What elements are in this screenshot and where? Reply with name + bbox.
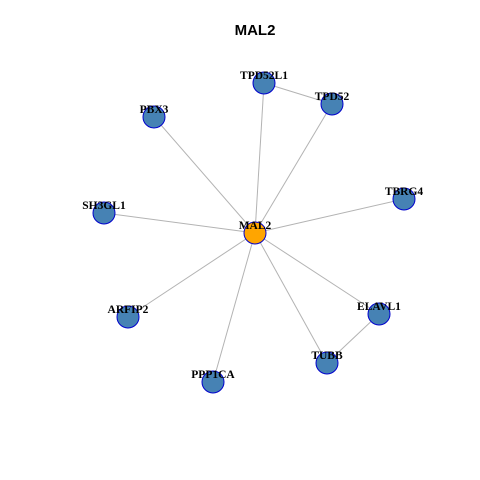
node-sh3gl1[interactable]: SH3GL1 [82, 200, 126, 225]
edge-mal2-tpd52 [254, 103, 333, 234]
node-label: PBX3 [140, 104, 169, 116]
node-label: TBRG4 [385, 186, 424, 198]
node-tpd52l1[interactable]: TPD52L1 [240, 70, 288, 95]
node-label: PPP1CA [191, 369, 235, 381]
edge-mal2-arfip2 [127, 232, 256, 318]
node-label: TPD52L1 [240, 70, 288, 82]
edge-mal2-tpd52l1 [254, 82, 265, 234]
edge-mal2-elavl1 [254, 232, 380, 315]
node-tubb[interactable]: TUBB [311, 350, 343, 375]
edge-mal2-tubb [254, 232, 328, 364]
node-label: SH3GL1 [82, 200, 126, 212]
node-ppp1ca[interactable]: PPP1CA [191, 369, 235, 394]
node-tbrg4[interactable]: TBRG4 [385, 186, 424, 211]
node-circle[interactable] [252, 71, 276, 95]
node-circle[interactable] [315, 351, 339, 375]
edge-mal2-ppp1ca [212, 232, 256, 383]
edge-mal2-tbrg4 [254, 198, 405, 234]
edge-mal2-sh3gl1 [103, 212, 256, 234]
node-pbx3[interactable]: PBX3 [140, 104, 169, 129]
node-elavl1[interactable]: ELAVL1 [357, 301, 401, 326]
graph-title: MAL2 [235, 22, 276, 39]
node-circle[interactable] [320, 92, 344, 116]
node-circle[interactable] [243, 221, 267, 245]
edge-elavl1-tubb [326, 313, 380, 364]
node-label: ELAVL1 [357, 301, 401, 313]
node-circle[interactable] [201, 370, 225, 394]
node-circle[interactable] [392, 187, 416, 211]
node-label: TUBB [311, 350, 343, 362]
node-circle[interactable] [116, 305, 140, 329]
node-circle[interactable] [92, 201, 116, 225]
node-mal2[interactable]: MAL2 [239, 220, 272, 245]
node-tpd52[interactable]: TPD52 [315, 91, 350, 116]
node-circle[interactable] [142, 105, 166, 129]
node-label: TPD52 [315, 91, 350, 103]
edge-mal2-pbx3 [153, 116, 256, 234]
edges-layer [103, 82, 405, 383]
edge-tpd52l1-tpd52 [263, 82, 333, 105]
node-label: MAL2 [239, 220, 272, 232]
node-label: ARFIP2 [108, 304, 149, 316]
node-circle[interactable] [367, 302, 391, 326]
node-arfip2[interactable]: ARFIP2 [108, 304, 149, 329]
